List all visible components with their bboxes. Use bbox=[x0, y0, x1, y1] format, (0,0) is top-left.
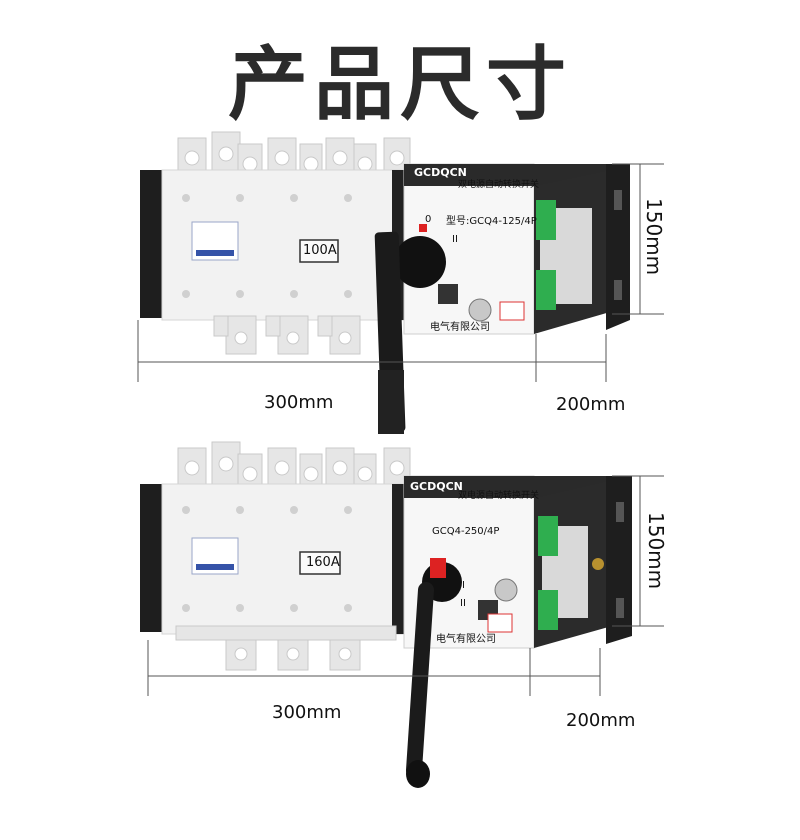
dimension-width-2: 300mm bbox=[272, 702, 342, 723]
brand-label: GCDQCN bbox=[414, 166, 467, 179]
left-side-plate bbox=[140, 170, 164, 318]
dimension-lines bbox=[137, 163, 664, 382]
position-2-2: II bbox=[460, 598, 466, 609]
dimension-width: 300mm bbox=[264, 392, 334, 413]
panel-title: 双电源自动转换开关 bbox=[458, 180, 540, 190]
page-title: 产品尺寸 bbox=[228, 38, 572, 131]
dimension-height: 150mm bbox=[642, 198, 666, 276]
company-label-2: 电气有限公司 bbox=[436, 634, 496, 645]
model-label: 型号:GCQ4-125/4P bbox=[446, 216, 537, 227]
dimension-height-2: 150mm bbox=[644, 512, 668, 590]
rating-box bbox=[299, 239, 339, 263]
brand-label-2: GCDQCN bbox=[410, 480, 463, 493]
switch-1-illustration bbox=[137, 131, 664, 434]
position-0: 0 bbox=[425, 214, 432, 225]
switch-unit-2: GCDQCN 双电源自动转换开关 GCQ4-250/4P 电气有限公司 I II… bbox=[0, 440, 800, 840]
switch-2-illustration bbox=[140, 441, 664, 788]
panel-title-2: 双电源自动转换开关 bbox=[458, 491, 540, 501]
mounting-bracket bbox=[606, 164, 630, 330]
switch-handle-2 bbox=[406, 558, 462, 788]
position-2: II bbox=[452, 234, 458, 245]
key-lock bbox=[468, 298, 492, 322]
rating-label: 100A bbox=[303, 243, 337, 258]
rating-label-2: 160A bbox=[306, 555, 340, 570]
dimension-depth-2: 200mm bbox=[566, 710, 636, 731]
switch-handle bbox=[374, 224, 446, 434]
dimension-depth: 200mm bbox=[556, 394, 626, 415]
switch-unit-1: GCDQCN 双电源自动转换开关 型号:GCQ4-125/4P 电气有限公司 0… bbox=[0, 130, 800, 530]
model-label-2: GCQ4-250/4P bbox=[432, 526, 500, 537]
company-label: 电气有限公司 bbox=[430, 322, 490, 333]
position-1-2: I bbox=[462, 580, 465, 591]
qr-code bbox=[438, 284, 458, 304]
